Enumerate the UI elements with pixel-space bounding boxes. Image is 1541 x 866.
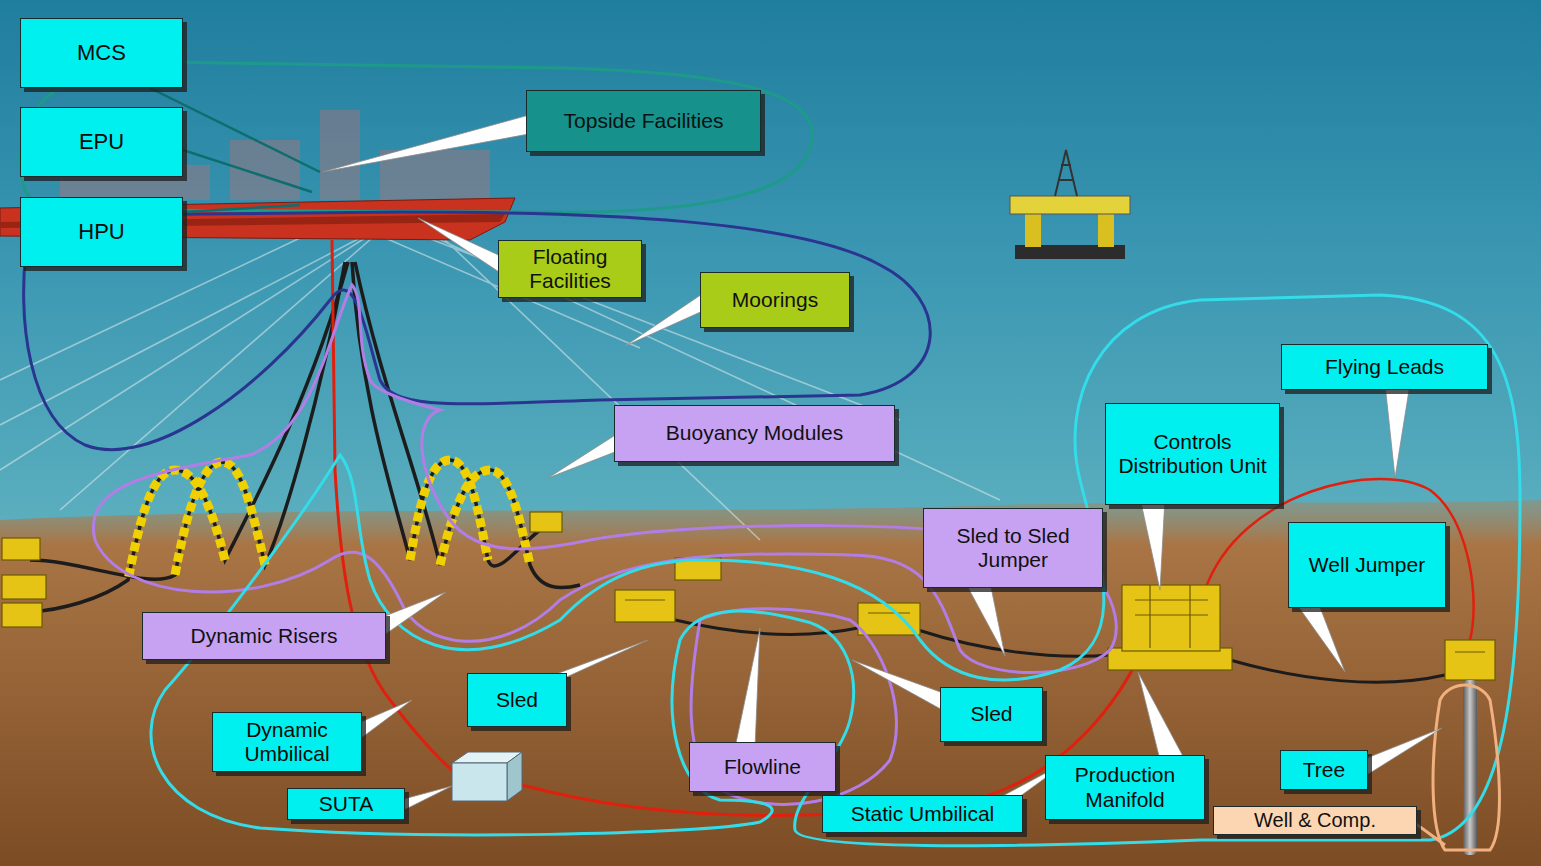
callout-label: Flowline — [724, 755, 801, 779]
cyan-callout-box: Controls Distribution Unit — [1105, 403, 1280, 505]
callout-pointer — [1295, 602, 1345, 672]
riser — [352, 262, 540, 566]
callout-label: Well Jumper — [1309, 553, 1425, 577]
purple-callout-box: Flowline — [689, 742, 836, 792]
well-casing — [1463, 680, 1477, 855]
termination-sled — [2, 603, 42, 627]
cyan-callout-box: MCS — [20, 18, 183, 88]
callout-pointer — [322, 112, 540, 172]
callout-label: Tree — [1303, 758, 1345, 782]
callout-label: HPU — [78, 219, 124, 244]
callout-pointer — [965, 582, 1005, 656]
callout-label: SUTA — [319, 792, 373, 816]
callout-pointers — [322, 112, 1442, 812]
cyan-callout-box: Flying Leads — [1281, 344, 1488, 390]
buoyancy-hump — [440, 470, 530, 565]
callout-pointer — [735, 628, 760, 748]
cyan-callout-box: Well Jumper — [1288, 522, 1446, 608]
termination-sled — [2, 575, 46, 599]
cyan-callout-box: Dynamic Umbilical — [212, 712, 362, 772]
green-callout-box: Floating Facilities — [498, 240, 642, 298]
callout-label: Production Manifold — [1052, 763, 1198, 811]
callout-label: Sled to Sled Jumper — [930, 524, 1096, 572]
ship-deck-module — [320, 110, 360, 200]
sled-structure — [615, 590, 675, 622]
callout-label: Controls Distribution Unit — [1112, 430, 1273, 478]
callout-pointer — [1362, 728, 1442, 778]
callout-pointer — [380, 592, 446, 638]
rig-derrick — [1055, 150, 1077, 196]
semi-submersible-rig — [1010, 150, 1130, 259]
callout-pointer — [625, 292, 705, 346]
callout-label: Well & Comp. — [1254, 809, 1376, 832]
subsea-equipment — [2, 512, 1495, 680]
rig-pontoon — [1015, 245, 1125, 259]
termination-sled — [530, 512, 562, 532]
jumper-pipe — [918, 630, 1110, 656]
purple-callout-box: Buoyancy Modules — [614, 405, 895, 462]
manifold-structure — [1122, 585, 1220, 651]
callout-pointer — [400, 786, 452, 812]
callout-pointer — [1138, 672, 1185, 760]
cyan-callout-box: HPU — [20, 197, 183, 267]
callout-label: EPU — [79, 129, 124, 154]
callout-label: Flying Leads — [1325, 355, 1444, 379]
buoyancy-hump — [128, 470, 225, 580]
suta-front — [452, 763, 507, 801]
cyan-callout-box: Sled — [467, 673, 567, 727]
jumper-pipe — [1230, 660, 1445, 682]
riser — [355, 262, 580, 588]
cyan-callout-box: Static Umbilical — [822, 795, 1023, 833]
well-outline — [1410, 685, 1499, 850]
cyan-callout-box: EPU — [20, 107, 183, 177]
purple-callout-box: Sled to Sled Jumper — [923, 508, 1103, 588]
callout-label: Floating Facilities — [505, 245, 635, 293]
callout-pointer — [418, 218, 505, 276]
callout-label: Dynamic Risers — [190, 624, 337, 648]
callout-label: Dynamic Umbilical — [219, 718, 355, 766]
callout-pointer — [548, 432, 620, 478]
purple-callout-box: Dynamic Risers — [142, 612, 386, 660]
riser-system-outline — [93, 285, 1116, 673]
suta-side — [507, 752, 522, 801]
peach-callout-box: Well & Comp. — [1213, 806, 1417, 835]
cyan-callout-box: Tree — [1280, 750, 1368, 790]
rig-column — [1025, 212, 1041, 247]
teal-callout-box: Topside Facilities — [526, 90, 761, 152]
callout-pointer — [1385, 384, 1410, 478]
callout-pointer — [1140, 498, 1165, 590]
rig-column — [1098, 212, 1114, 247]
cyan-callout-box: SUTA — [287, 788, 405, 820]
controls-outline — [151, 295, 1520, 846]
callout-label: Topside Facilities — [564, 109, 724, 133]
termination-sled — [2, 538, 40, 560]
callout-pointer — [852, 660, 946, 712]
callout-label: Buoyancy Modules — [666, 421, 843, 445]
green-callout-box: Moorings — [700, 272, 850, 328]
callout-label: Sled — [496, 688, 538, 712]
cyan-callout-box: Production Manifold — [1045, 755, 1205, 820]
tree-structure — [1445, 640, 1495, 680]
riser — [30, 262, 345, 579]
umbilical — [332, 240, 458, 775]
umbilical — [522, 665, 1135, 815]
rig-deck — [1010, 196, 1130, 214]
callout-pointer — [356, 700, 412, 742]
callout-label: Moorings — [732, 288, 818, 312]
callout-label: MCS — [77, 40, 126, 65]
callout-label: Static Umbilical — [851, 802, 995, 826]
suta-cube — [452, 752, 522, 801]
callout-label: Sled — [970, 702, 1012, 726]
cyan-callout-box: Sled — [940, 687, 1043, 742]
riser — [30, 262, 348, 612]
